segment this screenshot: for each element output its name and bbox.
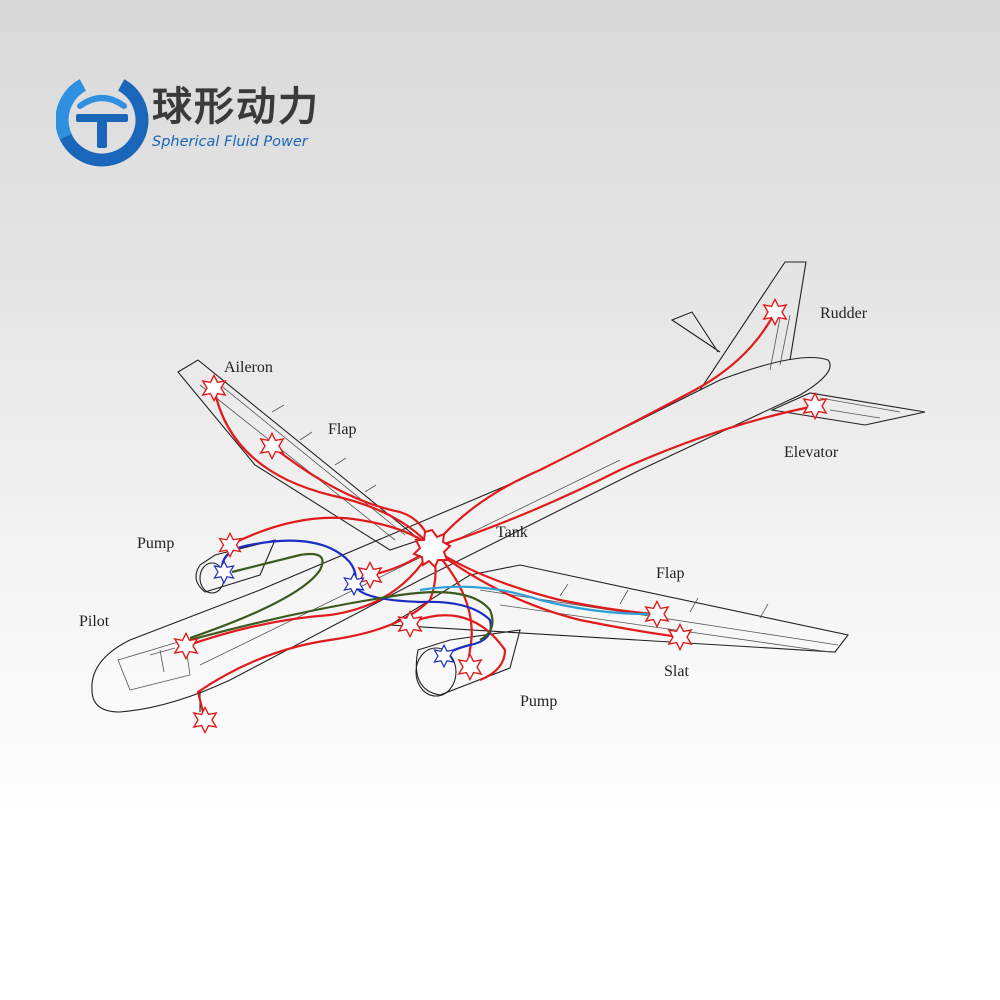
label-aileron: Aileron <box>224 359 273 376</box>
red-line-slat <box>431 547 681 639</box>
center-actuator-2-icon <box>397 609 423 639</box>
label-elevator: Elevator <box>784 444 839 461</box>
pump-right-icon <box>457 652 483 682</box>
red-line-nose <box>196 547 437 721</box>
label-pump-right: Pump <box>520 693 557 710</box>
center-actuator-icon <box>357 560 383 590</box>
aileron-actuator-icon <box>201 373 227 403</box>
flap-right-actuator-icon <box>644 599 670 629</box>
cyan-line <box>419 585 656 616</box>
component-markers <box>173 297 828 735</box>
label-flap-right: Flap <box>656 565 684 582</box>
green-line-center <box>189 591 494 642</box>
pump-right-blue-icon <box>433 643 455 669</box>
blue-line-center <box>353 584 492 657</box>
green-line-pilot <box>189 552 324 640</box>
right-wing <box>388 564 849 653</box>
left-wing <box>177 359 422 551</box>
center-blue-icon <box>343 571 365 597</box>
label-flap-left: Flap <box>328 421 356 438</box>
brand-name-en: Spherical Fluid Power <box>152 134 308 150</box>
horizontal-stabilizer <box>770 392 926 426</box>
label-pump-left: Pump <box>137 535 174 552</box>
elevator-actuator-icon <box>802 391 828 421</box>
vertical-tail <box>699 261 807 391</box>
label-rudder: Rudder <box>820 305 868 322</box>
diagram-labels: Aileron Flap Pump Pilot Tank Rudder Elev… <box>79 305 868 710</box>
red-line-elevator <box>431 404 816 550</box>
red-line-pump-left <box>229 516 433 549</box>
aircraft-outline <box>91 261 926 713</box>
flap-left-actuator-icon <box>259 431 285 461</box>
nose-actuator-icon <box>192 705 218 735</box>
label-pilot: Pilot <box>79 613 110 630</box>
brand-name-cn: 球形动力 <box>152 84 320 130</box>
pilot-actuator-icon <box>173 631 199 661</box>
red-line-aileron <box>212 387 433 549</box>
pump-left-icon <box>218 531 242 559</box>
tank-icon <box>412 528 452 569</box>
pump-left-blue-icon <box>213 559 235 585</box>
red-line-pump-right-2 <box>411 614 507 682</box>
label-tank: Tank <box>496 524 528 541</box>
hydraulic-lines <box>185 311 816 721</box>
red-line-flap-left <box>271 445 434 549</box>
right-engine <box>415 629 521 696</box>
logo-mark-icon <box>55 73 149 167</box>
left-engine <box>195 539 276 593</box>
rudder-actuator-icon <box>762 297 788 327</box>
fuselage <box>91 356 831 713</box>
label-slat: Slat <box>664 663 689 680</box>
red-line-rudder <box>431 311 776 549</box>
blue-markers <box>213 559 455 669</box>
red-line-pilot <box>185 547 433 648</box>
slat-actuator-icon <box>667 622 693 652</box>
red-line-flap-right <box>431 547 658 616</box>
brand-logo: 球形动力 Spherical Fluid Power <box>55 70 356 170</box>
